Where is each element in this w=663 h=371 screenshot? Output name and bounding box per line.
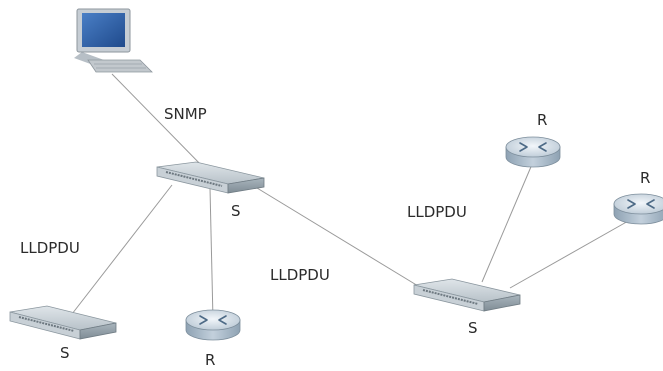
router-far-right-label: R (640, 169, 650, 187)
computer-icon (74, 8, 153, 73)
link-computer-switch-main (111, 73, 207, 171)
link-switch-main-switch-left (71, 184, 173, 315)
switch-right-icon (413, 278, 521, 312)
router-top-icon (505, 136, 561, 168)
link-switch-main-router-center (209, 187, 214, 321)
lldpdu-center-label: LLDPDU (270, 266, 330, 284)
lldpdu-left-label: LLDPDU (20, 239, 80, 257)
router-far-right-icon (613, 193, 663, 225)
connections (71, 73, 631, 321)
lldpdu-right-label: LLDPDU (407, 203, 467, 221)
router-top-label: R (537, 111, 547, 129)
switch-left-icon (9, 305, 117, 340)
link-switch-main-switch-right (256, 187, 429, 293)
switch-right-label: S (468, 319, 478, 337)
switch-main-label: S (231, 202, 241, 220)
router-center-label: R (205, 351, 215, 369)
snmp-label: SNMP (164, 105, 207, 123)
link-switch-right-router-far-right (509, 219, 631, 289)
switch-main-icon (156, 161, 265, 194)
link-switch-right-router-top (481, 161, 534, 283)
switch-left-label: S (60, 344, 70, 362)
router-center-icon (185, 309, 241, 341)
